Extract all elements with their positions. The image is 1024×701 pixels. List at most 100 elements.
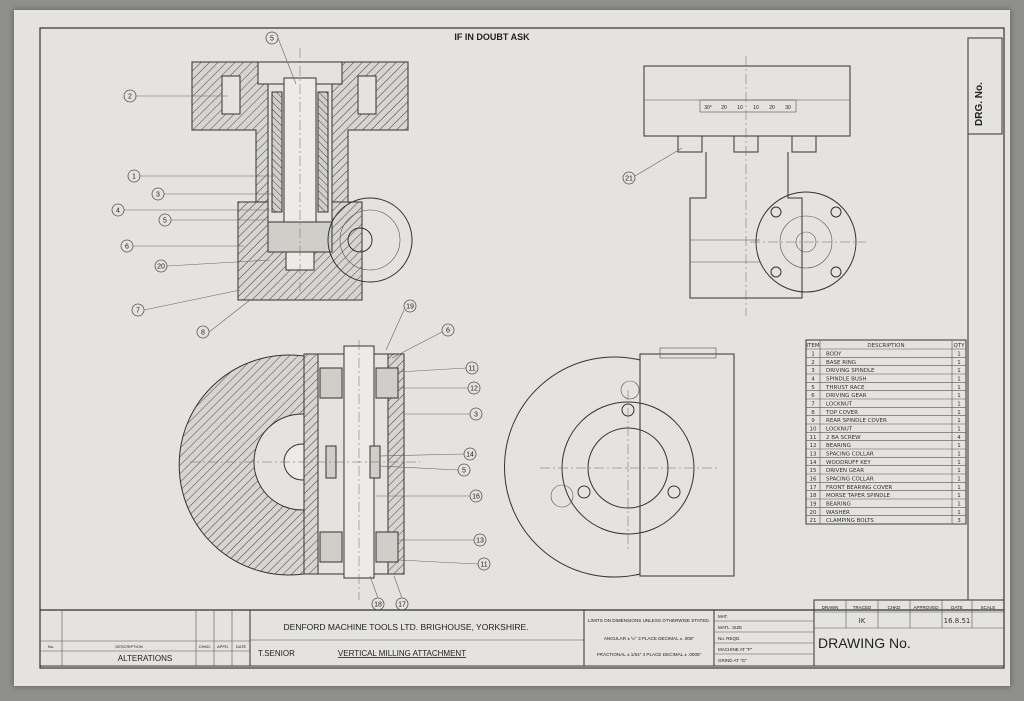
upper-bearing-right: [375, 367, 399, 399]
balloon-c-label: 16: [472, 494, 480, 501]
bush-left: [271, 91, 283, 213]
parts-row-qty: 1: [957, 427, 961, 433]
parts-row-item: 20: [810, 510, 817, 516]
upper-bearing-left: [319, 367, 343, 399]
balloon-a-label: 4: [116, 208, 120, 215]
parts-row-item: 10: [810, 427, 817, 433]
parts-row-qty: 1: [957, 368, 961, 374]
company-name: DENFORD MACHINE TOOLS LTD. BRIGHOUSE, YO…: [284, 622, 529, 632]
parts-row-qty: 1: [957, 393, 961, 399]
parts-row-qty: 1: [957, 410, 961, 416]
parts-row-description: TOP COVER: [825, 410, 858, 416]
parts-row-item: 15: [810, 468, 817, 474]
tolerance-row-2: FRACTIONAL ± 1/64" 4 PLACE DECIMAL ± .00…: [597, 652, 702, 657]
balloon-c-label: 17: [398, 602, 406, 609]
balloon-c-label: 3: [474, 412, 478, 419]
drg-no-side-label: DRG. No.: [974, 82, 985, 126]
parts-row-item: 7: [811, 402, 815, 408]
balloon-c-label: 14: [466, 452, 474, 459]
balloon-a-label: 8: [201, 330, 205, 337]
balloons-view-c: 19 6 11 12 3 14 5 16 13 11 18 17: [369, 299, 491, 611]
parts-row-description: WASHER: [826, 510, 850, 516]
balloon-c-label: 11: [468, 366, 475, 373]
balloon-c-label: 6: [446, 328, 450, 335]
parts-row-description: REAR SPINDLE COVER: [826, 418, 887, 424]
parts-row-item: 8: [811, 410, 815, 416]
parts-row-item: 9: [811, 418, 815, 424]
parts-row-item: 6: [811, 393, 815, 399]
material-fields: MAT. MATL. SIZE No. REQD. MACHINE AT "F"…: [714, 614, 814, 663]
drawing-sheet: [14, 10, 1010, 686]
scale-mark: 20: [721, 105, 727, 111]
parts-row-qty: 1: [957, 360, 961, 366]
parts-row-qty: 1: [957, 352, 961, 358]
balloon-a-label: 2: [128, 94, 132, 101]
sign-col-traced: TRACED: [853, 605, 872, 610]
parts-row-qty: 1: [957, 418, 961, 424]
scale-mark: 10: [737, 105, 743, 111]
plan-view-d: [503, 347, 735, 578]
parts-row-description: MORSE TAPER SPINDLE: [826, 493, 891, 499]
parts-row-qty: 1: [957, 502, 961, 508]
housing-arc-section: [178, 354, 305, 576]
section-view-a: [191, 48, 413, 301]
alt-col-appd: APPD.: [217, 644, 229, 649]
balloon-a-label: 20: [157, 264, 165, 271]
parts-row-description: LOCKNUT: [826, 402, 853, 408]
parts-row-qty: 1: [957, 485, 961, 491]
parts-row-item: 5: [811, 385, 815, 391]
scale-mark: 30: [785, 105, 791, 111]
balloon-c-label: 12: [470, 386, 478, 393]
parts-row-qty: 1: [957, 377, 961, 383]
cover-screw-icon: [830, 206, 842, 218]
parts-row-qty: 1: [957, 510, 961, 516]
gear-pitch-circle: [339, 209, 401, 271]
balloon-a-label: 7: [136, 308, 140, 315]
drg-no-box: [967, 37, 1003, 135]
balloon-a-label: 5: [270, 36, 274, 43]
scale-marks: 30° 20 10 10 20 30: [704, 105, 791, 111]
tolerance-heading: LIMITS ON DIMENSIONS UNLESS OTHERWISE ST…: [588, 618, 710, 623]
side-view-b: 30° 20 10 10 20 30: [643, 56, 866, 316]
parts-row-description: DRIVING GEAR: [826, 393, 867, 399]
parts-row-description: DRIVEN GEAR: [826, 468, 864, 474]
parts-row-item: 14: [810, 460, 817, 466]
balloon-c-label: 13: [476, 538, 484, 545]
sign-value-traced: IK: [859, 617, 866, 625]
parts-row-item: 3: [811, 368, 815, 374]
title-block: No. DESCRIPTION CHKD. APPD. DATE ALTERAT…: [39, 599, 1005, 667]
signature-cells: DRAWN TRACED CHKD APPROVED DATE SCALE IK…: [822, 600, 995, 628]
bush-right: [317, 91, 329, 213]
parts-row-qty: 1: [957, 385, 961, 391]
alt-col-description: DESCRIPTION: [115, 644, 142, 649]
parts-row-item: 2: [811, 360, 815, 366]
parts-row-description: SPINDLE BUSH: [826, 377, 867, 383]
spindle-housing-plan: [639, 353, 735, 577]
sign-col-date: DATE: [951, 605, 963, 610]
sign-col-chkd: CHKD: [888, 605, 902, 610]
cover-screw-icon: [830, 266, 842, 278]
mat-field: MAT.: [718, 614, 728, 619]
clamp-bolt-left: [677, 135, 703, 153]
parts-row-qty: 1: [957, 443, 961, 449]
mat-field: MACHINE AT "F": [718, 647, 753, 652]
parts-row-description: SPACING COLLAR: [826, 452, 874, 458]
lower-bearing-right: [375, 531, 399, 563]
cover-screw-icon: [770, 266, 782, 278]
balloons-view-b: 21: [622, 147, 683, 185]
front-cover-screw-icon: [577, 485, 591, 499]
parts-row-item: 16: [810, 477, 817, 483]
parts-row-qty: 1: [957, 452, 961, 458]
lower-bearing-left: [319, 531, 343, 563]
parts-row-description: DRIVING SPINDLE: [826, 368, 875, 374]
scale-mark: 20: [769, 105, 775, 111]
mat-field: No. REQD.: [718, 636, 741, 641]
parts-row-qty: 1: [957, 460, 961, 466]
parts-row-description: BODY: [826, 352, 842, 358]
balloon-b-label: 21: [625, 176, 633, 183]
parts-row-qty: 3: [957, 518, 961, 524]
balloon-c-label: 19: [406, 304, 414, 311]
parts-row-item: 4: [811, 377, 815, 383]
alt-col-date: DATE: [236, 644, 247, 649]
